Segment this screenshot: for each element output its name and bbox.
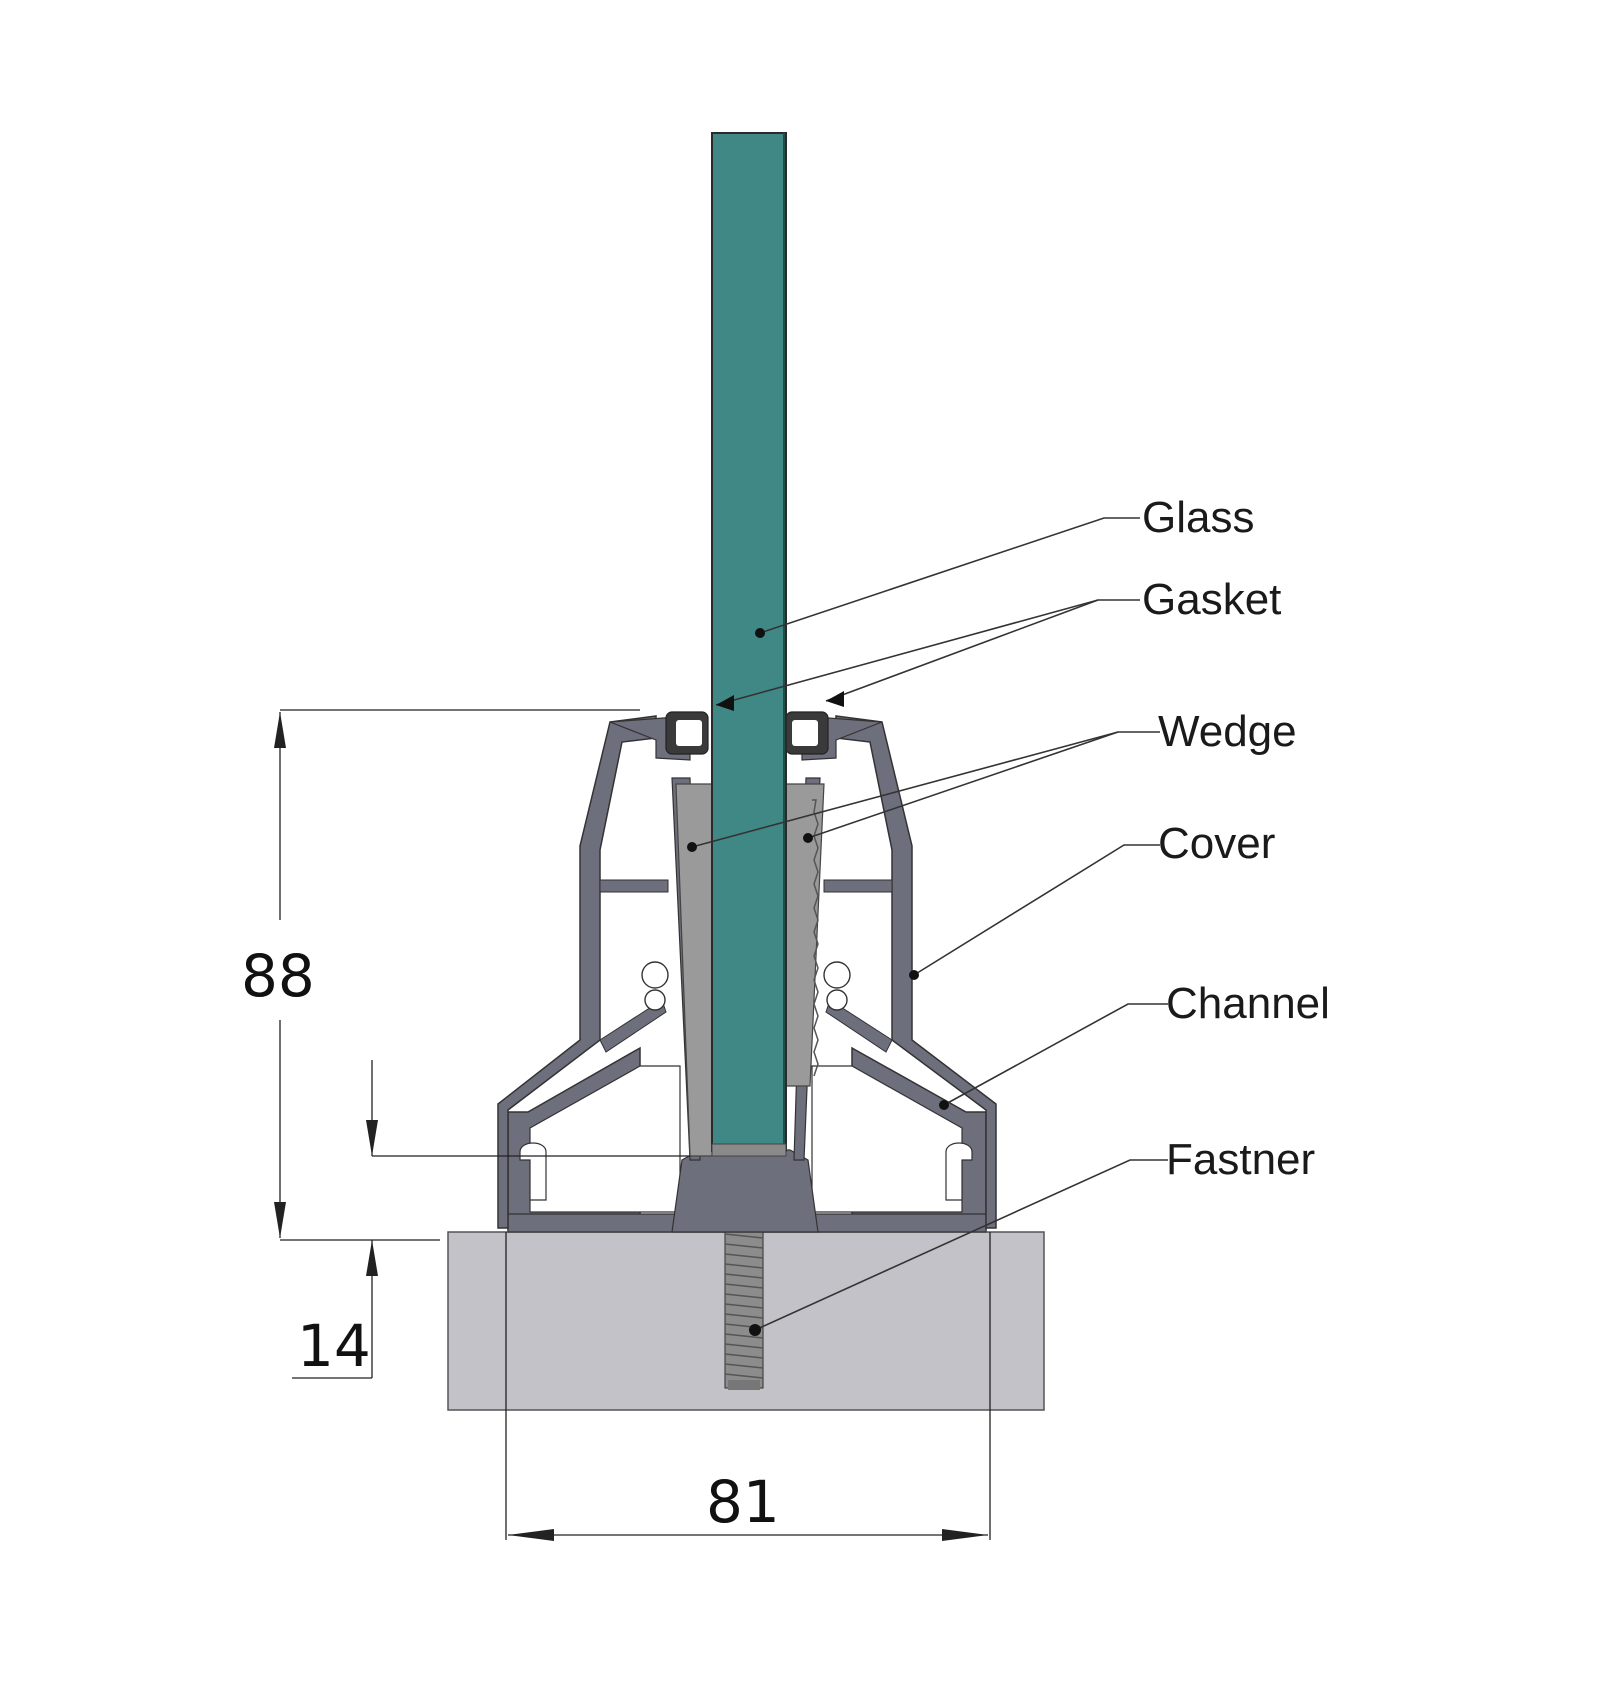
gasket-right [785,711,829,755]
label-fastener: Fastner [1166,1135,1315,1184]
label-glass: Glass [1142,493,1254,542]
leader-lines [687,517,1168,1336]
fastener-bolt [724,1223,764,1390]
dimension-base: 14 [297,1312,371,1380]
dimension-width: 81 [706,1468,780,1536]
dimension-lines [274,709,991,1541]
label-cover: Cover [1158,819,1275,868]
gasket-left [665,711,709,755]
glass-panel [711,132,787,1157]
dimension-height: 88 [241,942,315,1010]
label-gasket: Gasket [1142,575,1281,624]
label-wedge: Wedge [1158,707,1297,756]
label-channel: Channel [1166,979,1330,1028]
